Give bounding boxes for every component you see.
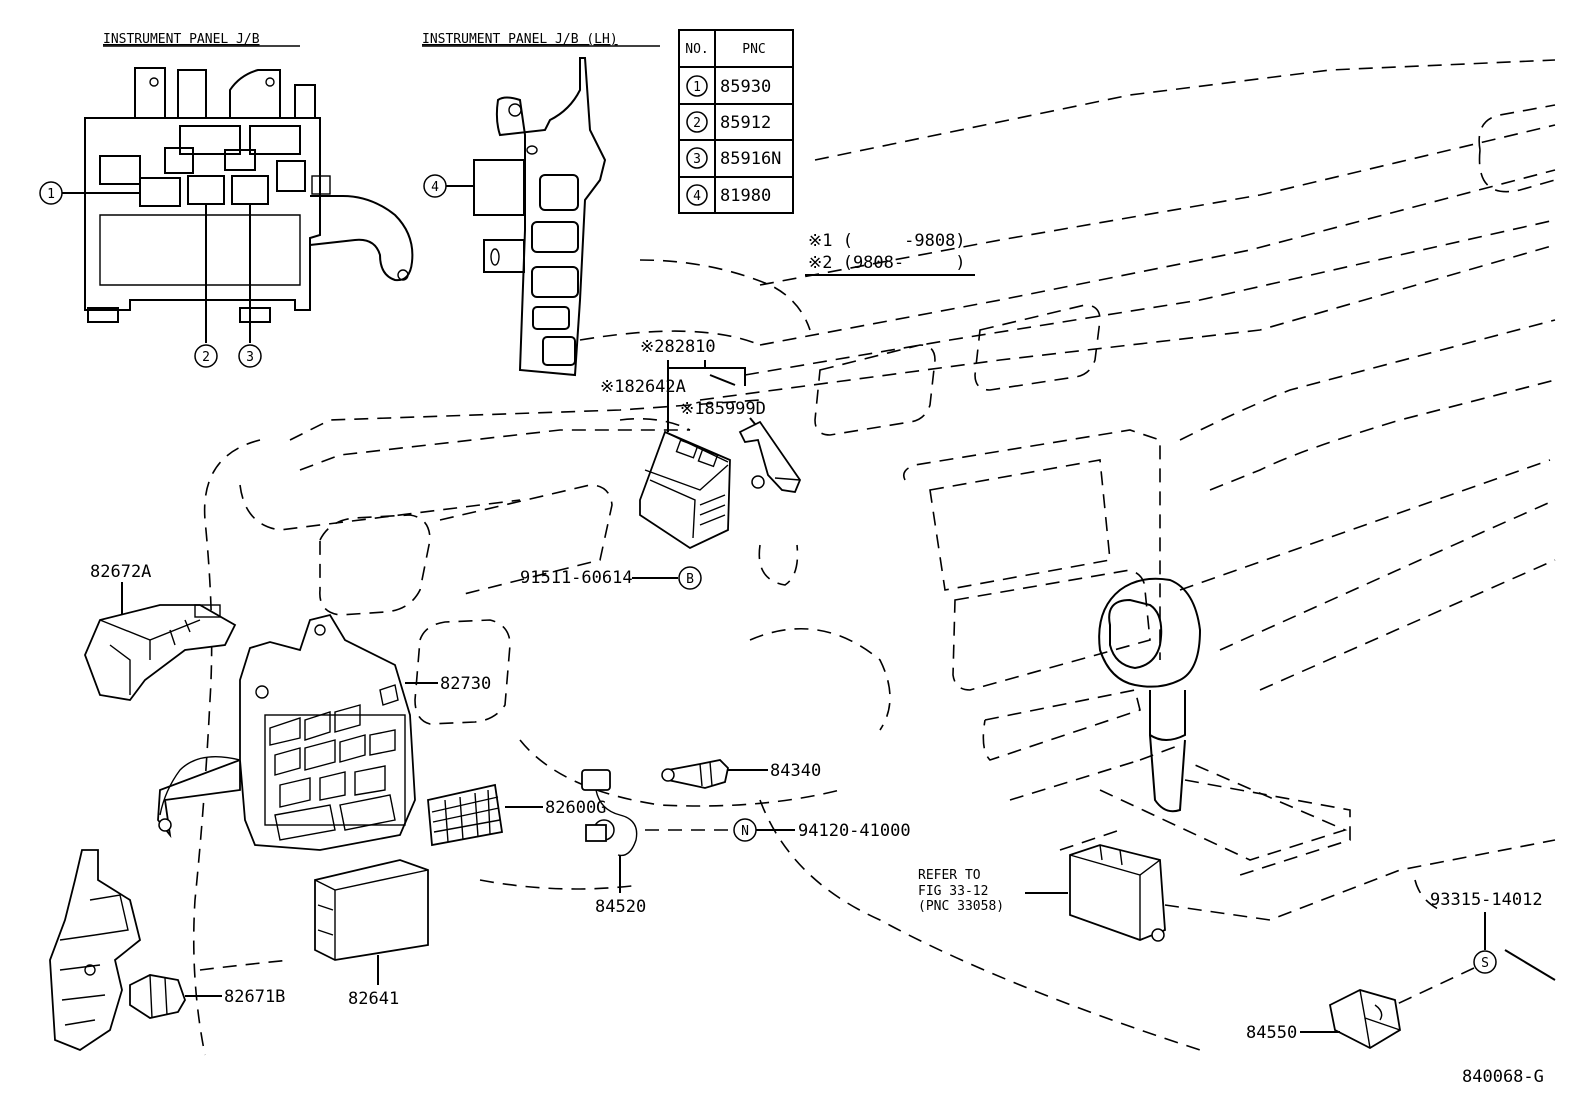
label-185999d: ※185999D: [680, 399, 766, 419]
leader-282810: [667, 360, 761, 432]
wire-harness: [49, 849, 142, 1052]
bracket-85999d: [738, 420, 802, 493]
module-33058: [1069, 844, 1166, 942]
dashboard-outline: [192, 59, 1556, 1056]
switch-84550: [1328, 989, 1401, 1050]
refer-line-2: FIG 33-12: [918, 884, 988, 899]
gear-shift: [1098, 577, 1202, 813]
callout-4: 4: [423, 174, 447, 198]
refer-line-1: REFER TO: [918, 868, 981, 883]
label-82672a: 82672A: [90, 562, 151, 582]
instrument-panel-jb-lh-inset: [446, 57, 607, 377]
table-row-2-pnc: 85912: [720, 113, 771, 133]
svg-text:2: 2: [202, 350, 210, 365]
label-94120: 94120-41000: [798, 821, 911, 841]
pnc-table: NO. PNC 1 85930 2 85912 3 85916N 4 81980: [678, 29, 794, 214]
inset-jb-lh-title: INSTRUMENT PANEL J/B (LH): [422, 32, 618, 47]
svg-text:3: 3: [246, 350, 254, 365]
callout-s: S: [1473, 950, 1497, 974]
label-82730: 82730: [440, 674, 491, 694]
note-2: ※2 (9808- ): [808, 253, 966, 273]
svg-text:4: 4: [431, 180, 439, 195]
table-header-no: NO.: [685, 42, 708, 57]
note-1: ※1 ( -9808): [808, 231, 966, 251]
svg-text:N: N: [741, 824, 749, 839]
callout-2: 2: [194, 344, 218, 368]
table-row-1-pnc: 85930: [720, 77, 771, 97]
label-84550: 84550: [1246, 1023, 1297, 1043]
callout-n: N: [733, 818, 757, 842]
svg-text:B: B: [686, 572, 694, 587]
refer-line-3: (PNC 33058): [918, 899, 1004, 914]
inset-jb-title: INSTRUMENT PANEL J/B: [103, 32, 260, 47]
label-282810: ※282810: [640, 337, 716, 357]
table-row-3-pnc: 85916N: [720, 149, 781, 169]
switch-84340: [661, 759, 729, 789]
label-82671b: 82671B: [224, 987, 285, 1007]
callout-1: 1: [39, 181, 63, 205]
connector-82671b: [129, 974, 186, 1019]
label-82641: 82641: [348, 989, 399, 1009]
table-row-3-no: 3: [693, 152, 701, 167]
callout-3: 3: [238, 344, 262, 368]
sensor-84520: [581, 769, 638, 857]
table-row-1-no: 1: [693, 80, 701, 95]
svg-text:S: S: [1481, 956, 1489, 971]
label-91511: 91511-60614: [520, 568, 633, 588]
junction-block-82730: [157, 613, 416, 851]
label-182642a: ※182642A: [600, 377, 686, 397]
label-93315: 93315-14012: [1430, 890, 1543, 910]
label-plate-82600g: [427, 783, 504, 847]
table-header-pnc: PNC: [742, 42, 765, 57]
table-row-2-no: 2: [693, 116, 701, 131]
callout-b: B: [678, 566, 702, 590]
label-84340: 84340: [770, 761, 821, 781]
table-row-4-pnc: 81980: [720, 186, 771, 206]
svg-text:1: 1: [47, 187, 55, 202]
label-82600g: 82600G: [545, 798, 606, 818]
table-row-4-no: 4: [693, 189, 701, 204]
ecu-82641: [314, 859, 429, 961]
cover-82672a: [84, 604, 237, 701]
relay-82642a: [639, 430, 731, 550]
figure-id: 840068-G: [1462, 1067, 1544, 1087]
instrument-panel-jb-inset: [60, 67, 414, 343]
label-84520: 84520: [595, 897, 646, 917]
